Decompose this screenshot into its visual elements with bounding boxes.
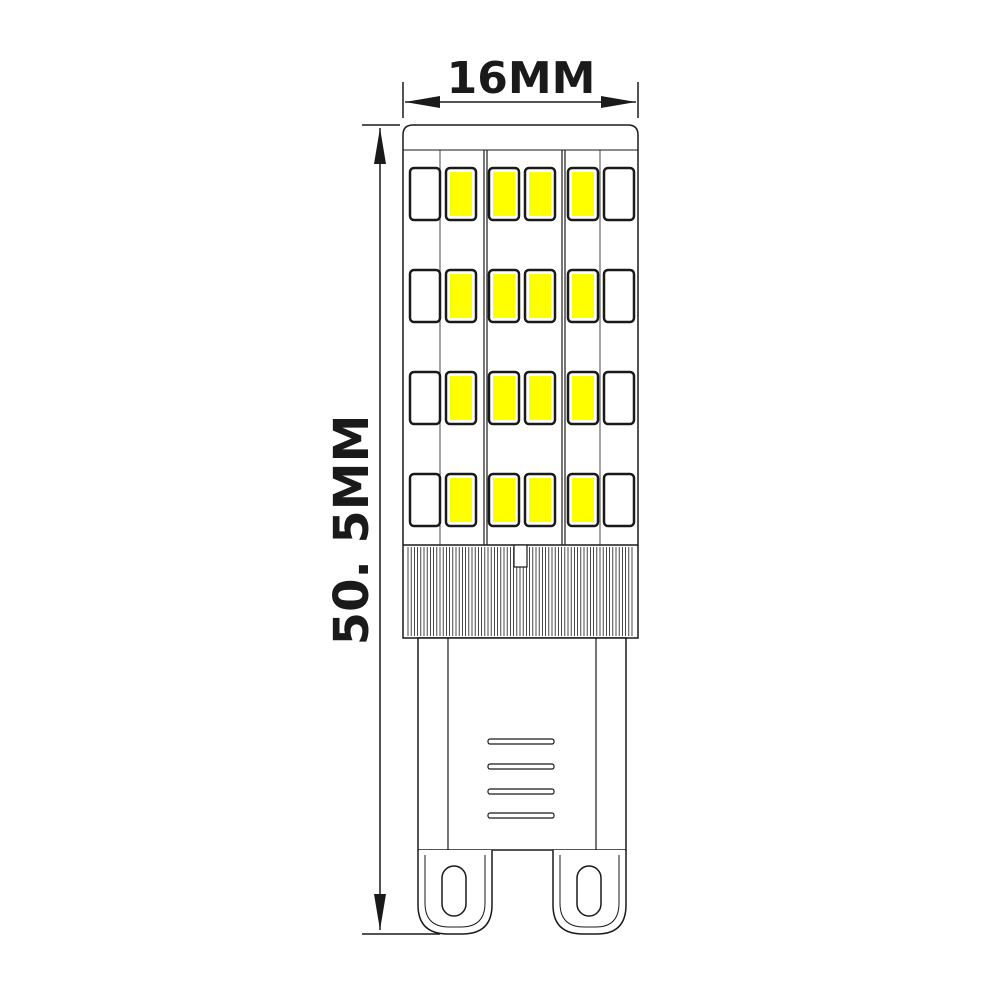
pin-right [552, 850, 627, 935]
led-chip-emitter [529, 478, 551, 522]
pin-left-hole [441, 865, 467, 917]
led-chip [523, 472, 557, 528]
led-chip [444, 472, 478, 528]
led-chip [523, 268, 557, 324]
grip-line-3 [487, 788, 555, 795]
grip-line-2 [487, 763, 555, 770]
led-chip [444, 268, 478, 324]
pin-left [417, 850, 493, 935]
led-chip [566, 370, 600, 426]
led-chip [566, 268, 600, 324]
led-chip-emitter [414, 478, 436, 522]
led-chip [566, 472, 600, 528]
width-label: 16MM [447, 53, 596, 104]
led-chip [523, 166, 557, 222]
led-chip-emitter [572, 478, 594, 522]
led-chip-emitter [450, 478, 472, 522]
height-label: 50. 5MM [324, 415, 380, 646]
led-chip-emitter [414, 274, 436, 318]
g9-base [417, 637, 627, 851]
led-chip [602, 370, 636, 426]
led-chip-emitter [450, 172, 472, 216]
led-chip-emitter [493, 478, 515, 522]
led-chip [566, 166, 600, 222]
led-chip [523, 370, 557, 426]
led-chip [602, 472, 636, 528]
led-chip-emitter [493, 376, 515, 420]
led-chip-emitter [414, 376, 436, 420]
led-chip-emitter [529, 376, 551, 420]
led-chip [602, 268, 636, 324]
led-chip [487, 268, 521, 324]
led-chip [444, 166, 478, 222]
led-chip-grid [408, 166, 636, 528]
led-chip-emitter [572, 274, 594, 318]
led-chip-emitter [529, 172, 551, 216]
base-grip-lines [487, 738, 555, 819]
height-dimension: 50. 5MM [324, 124, 440, 935]
led-chip [408, 472, 442, 528]
grip-line-4 [487, 812, 555, 819]
led-chip-emitter [608, 478, 630, 522]
collar-notch [513, 544, 528, 568]
ribbed-collar [403, 544, 638, 636]
width-dimension: 16MM [402, 53, 639, 118]
led-chip [408, 166, 442, 222]
width-arrowhead-right [601, 96, 636, 108]
led-chip-emitter [414, 172, 436, 216]
led-chip [487, 166, 521, 222]
height-arrowhead-bottom [374, 894, 386, 930]
pin-right-hole [576, 865, 602, 917]
width-arrowhead-left [405, 96, 440, 108]
collar-ribs [407, 547, 633, 636]
led-chip-emitter [608, 172, 630, 216]
led-chip-emitter [529, 274, 551, 318]
led-chip-emitter [608, 274, 630, 318]
led-chip-emitter [608, 376, 630, 420]
led-chip [487, 472, 521, 528]
pin-left-inner-edge [424, 855, 486, 928]
height-arrowhead-top [374, 128, 386, 164]
led-chip-emitter [450, 274, 472, 318]
led-chip-emitter [450, 376, 472, 420]
grip-line-1 [487, 738, 555, 745]
led-chip [602, 166, 636, 222]
led-chip-emitter [572, 172, 594, 216]
led-chip-emitter [493, 172, 515, 216]
led-chip-emitter [493, 274, 515, 318]
led-chip [408, 370, 442, 426]
led-chip [408, 268, 442, 324]
led-chip-emitter [572, 376, 594, 420]
led-chip [487, 370, 521, 426]
led-chip [444, 370, 478, 426]
pin-right-inner-edge [559, 855, 620, 928]
